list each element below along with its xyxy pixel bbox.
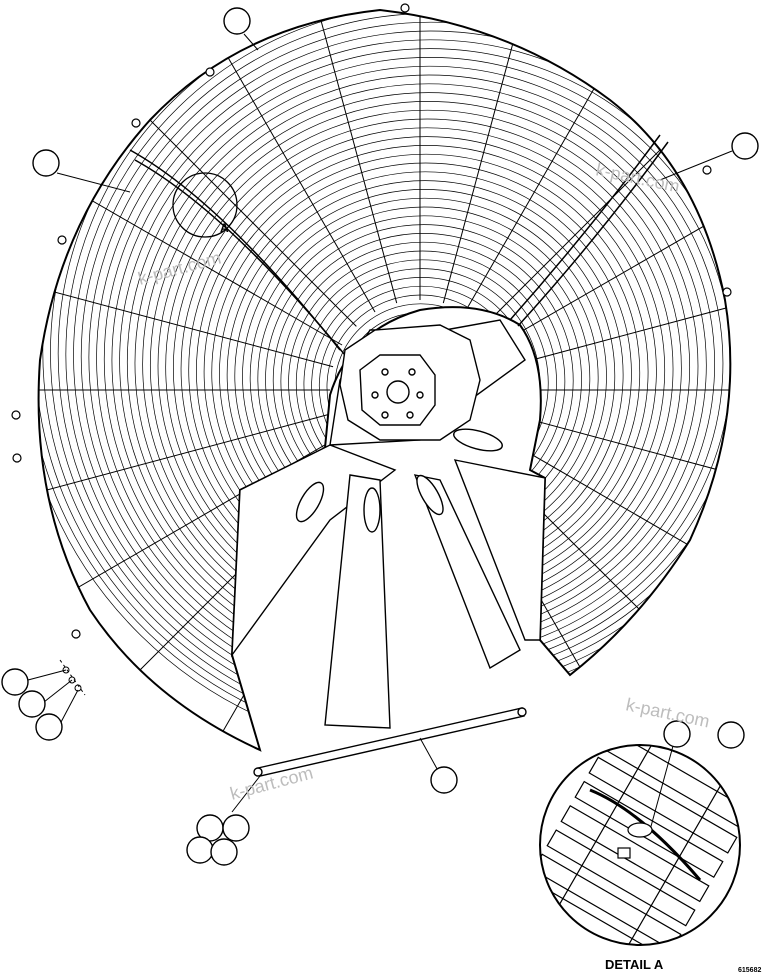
detail-a-marker-circle (172, 172, 238, 238)
callout-balloon (186, 836, 214, 864)
detail-a-view: DETAIL A (539, 744, 741, 972)
detail-a-caption: DETAIL A (605, 957, 664, 972)
hardware-washers (59, 659, 86, 696)
callout-balloon (731, 132, 759, 160)
mounting-bolts (11, 3, 732, 639)
grille-spoke (300, 10, 398, 304)
grille-spoke (38, 270, 334, 368)
detail-a-marker-label: A (220, 221, 229, 235)
callout-balloon (222, 814, 250, 842)
fan-hub (295, 324, 503, 533)
fan-guard-outline (37, 8, 732, 752)
drawing-number: 615682 (738, 967, 761, 974)
guard-seams (129, 134, 669, 356)
callout-balloons (1, 7, 759, 866)
callout-balloon (18, 690, 46, 718)
support-rod (253, 707, 527, 777)
callout-balloon (35, 713, 63, 741)
callout-balloon (717, 721, 745, 749)
callout-balloon (1, 668, 29, 696)
grille-spoke (506, 412, 731, 510)
callout-balloon (430, 766, 458, 794)
callout-balloon (223, 7, 251, 35)
grille-spoke (497, 434, 731, 621)
leader-lines (27, 33, 733, 831)
callout-balloon (32, 149, 60, 177)
callout-balloon (663, 720, 691, 748)
grille-spoke (506, 270, 731, 368)
grille-spoke (38, 412, 334, 510)
callout-balloon (210, 838, 238, 866)
detail-a-circle (539, 744, 741, 946)
grille-spoke (497, 159, 731, 346)
grille-spoke (442, 10, 540, 304)
watermark: k-part.com (136, 248, 223, 289)
grille-spoke (94, 64, 357, 327)
